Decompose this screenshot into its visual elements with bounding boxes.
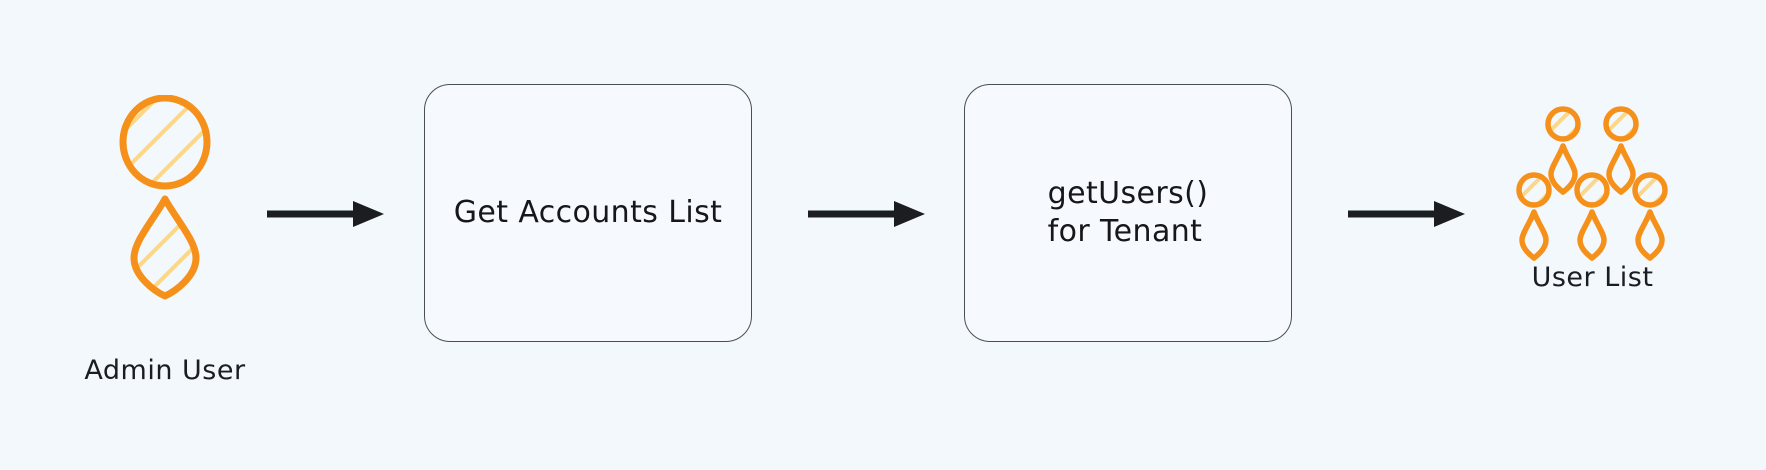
- process-box-label: getUsers() for Tenant: [1047, 175, 1209, 249]
- admin-user-actor[interactable]: [100, 94, 230, 300]
- admin-user-icon: [119, 94, 211, 300]
- actor-head: [119, 94, 211, 190]
- process-box-label: Get Accounts List: [453, 194, 723, 230]
- actor-body: [130, 195, 200, 300]
- user-group-icon: [1508, 102, 1676, 262]
- arrow-icon: [1348, 201, 1465, 227]
- arrow-icon: [808, 201, 925, 227]
- arrow-getusers-to-userlist: [1346, 196, 1466, 232]
- arrow-admin-to-accounts: [265, 196, 385, 232]
- user-list-group[interactable]: [1508, 102, 1676, 262]
- head-hatch: [123, 98, 207, 186]
- user-figure: [1630, 170, 1676, 258]
- arrow-accounts-to-getusers: [806, 196, 926, 232]
- admin-user-label: Admin User: [84, 355, 246, 386]
- process-box-get-accounts-list[interactable]: Get Accounts List: [424, 84, 752, 342]
- user-list-label: User List: [1531, 262, 1654, 293]
- process-box-get-users-for-tenant[interactable]: getUsers() for Tenant: [964, 84, 1292, 342]
- arrow-icon: [267, 201, 384, 227]
